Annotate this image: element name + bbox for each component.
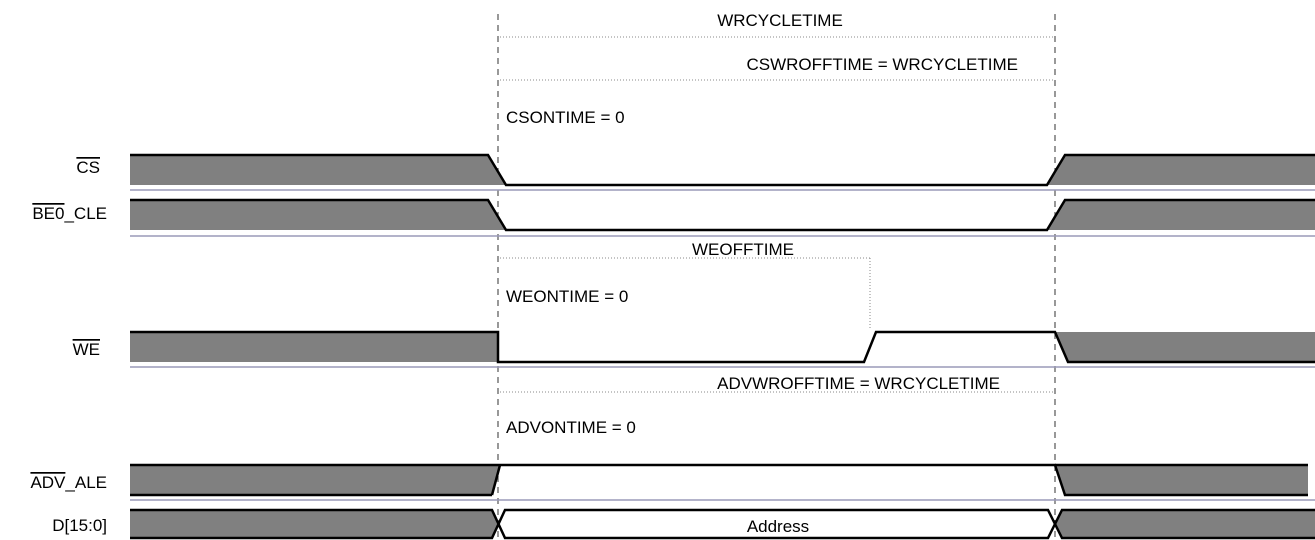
advwrofftime-label: ADVWROFFTIME = WRCYCLETIME [717,374,1000,393]
data-bus-signal-label: D[15:0] [52,516,107,535]
we-high-left [130,332,498,362]
data-bus-address-region [500,510,1055,538]
we-high-right [1055,332,1315,362]
wrcycletime-label: WRCYCLETIME [717,11,843,30]
advontime-label: ADVONTIME = 0 [506,418,636,437]
weontime-label: WEONTIME = 0 [506,287,628,306]
cswrofftime-label: CSWROFFTIME = WRCYCLETIME [746,55,1018,74]
be0-cle-high-left [130,200,506,230]
annotation-guides [500,36,1053,393]
cs-waveform [130,153,1315,187]
cs-high-right [1047,155,1315,185]
data-bus-right-region [1055,510,1315,538]
data-bus-waveform [130,508,1315,540]
data-bus-left-region [130,510,500,538]
be0-cle-waveform [130,198,1315,232]
csontime-label: CSONTIME = 0 [506,108,625,127]
we-signal-label: WE [73,340,100,359]
row-separators [130,189,1315,501]
adv-ale-high-right [1055,465,1308,495]
cs-signal-label: CS [76,158,100,177]
adv-ale-signal-label: ADV_ALE [30,473,107,492]
be0-cle-signal-label: BE0_CLE [32,204,107,223]
adv-ale-high-left [130,465,500,495]
cs-high-left [130,155,506,185]
we-waveform [130,330,1315,364]
weofftime-label: WEOFFTIME [692,240,794,259]
data-bus-value-label: Address [747,517,809,536]
be0-cle-high-right [1047,200,1315,230]
adv-ale-waveform [130,463,1308,497]
